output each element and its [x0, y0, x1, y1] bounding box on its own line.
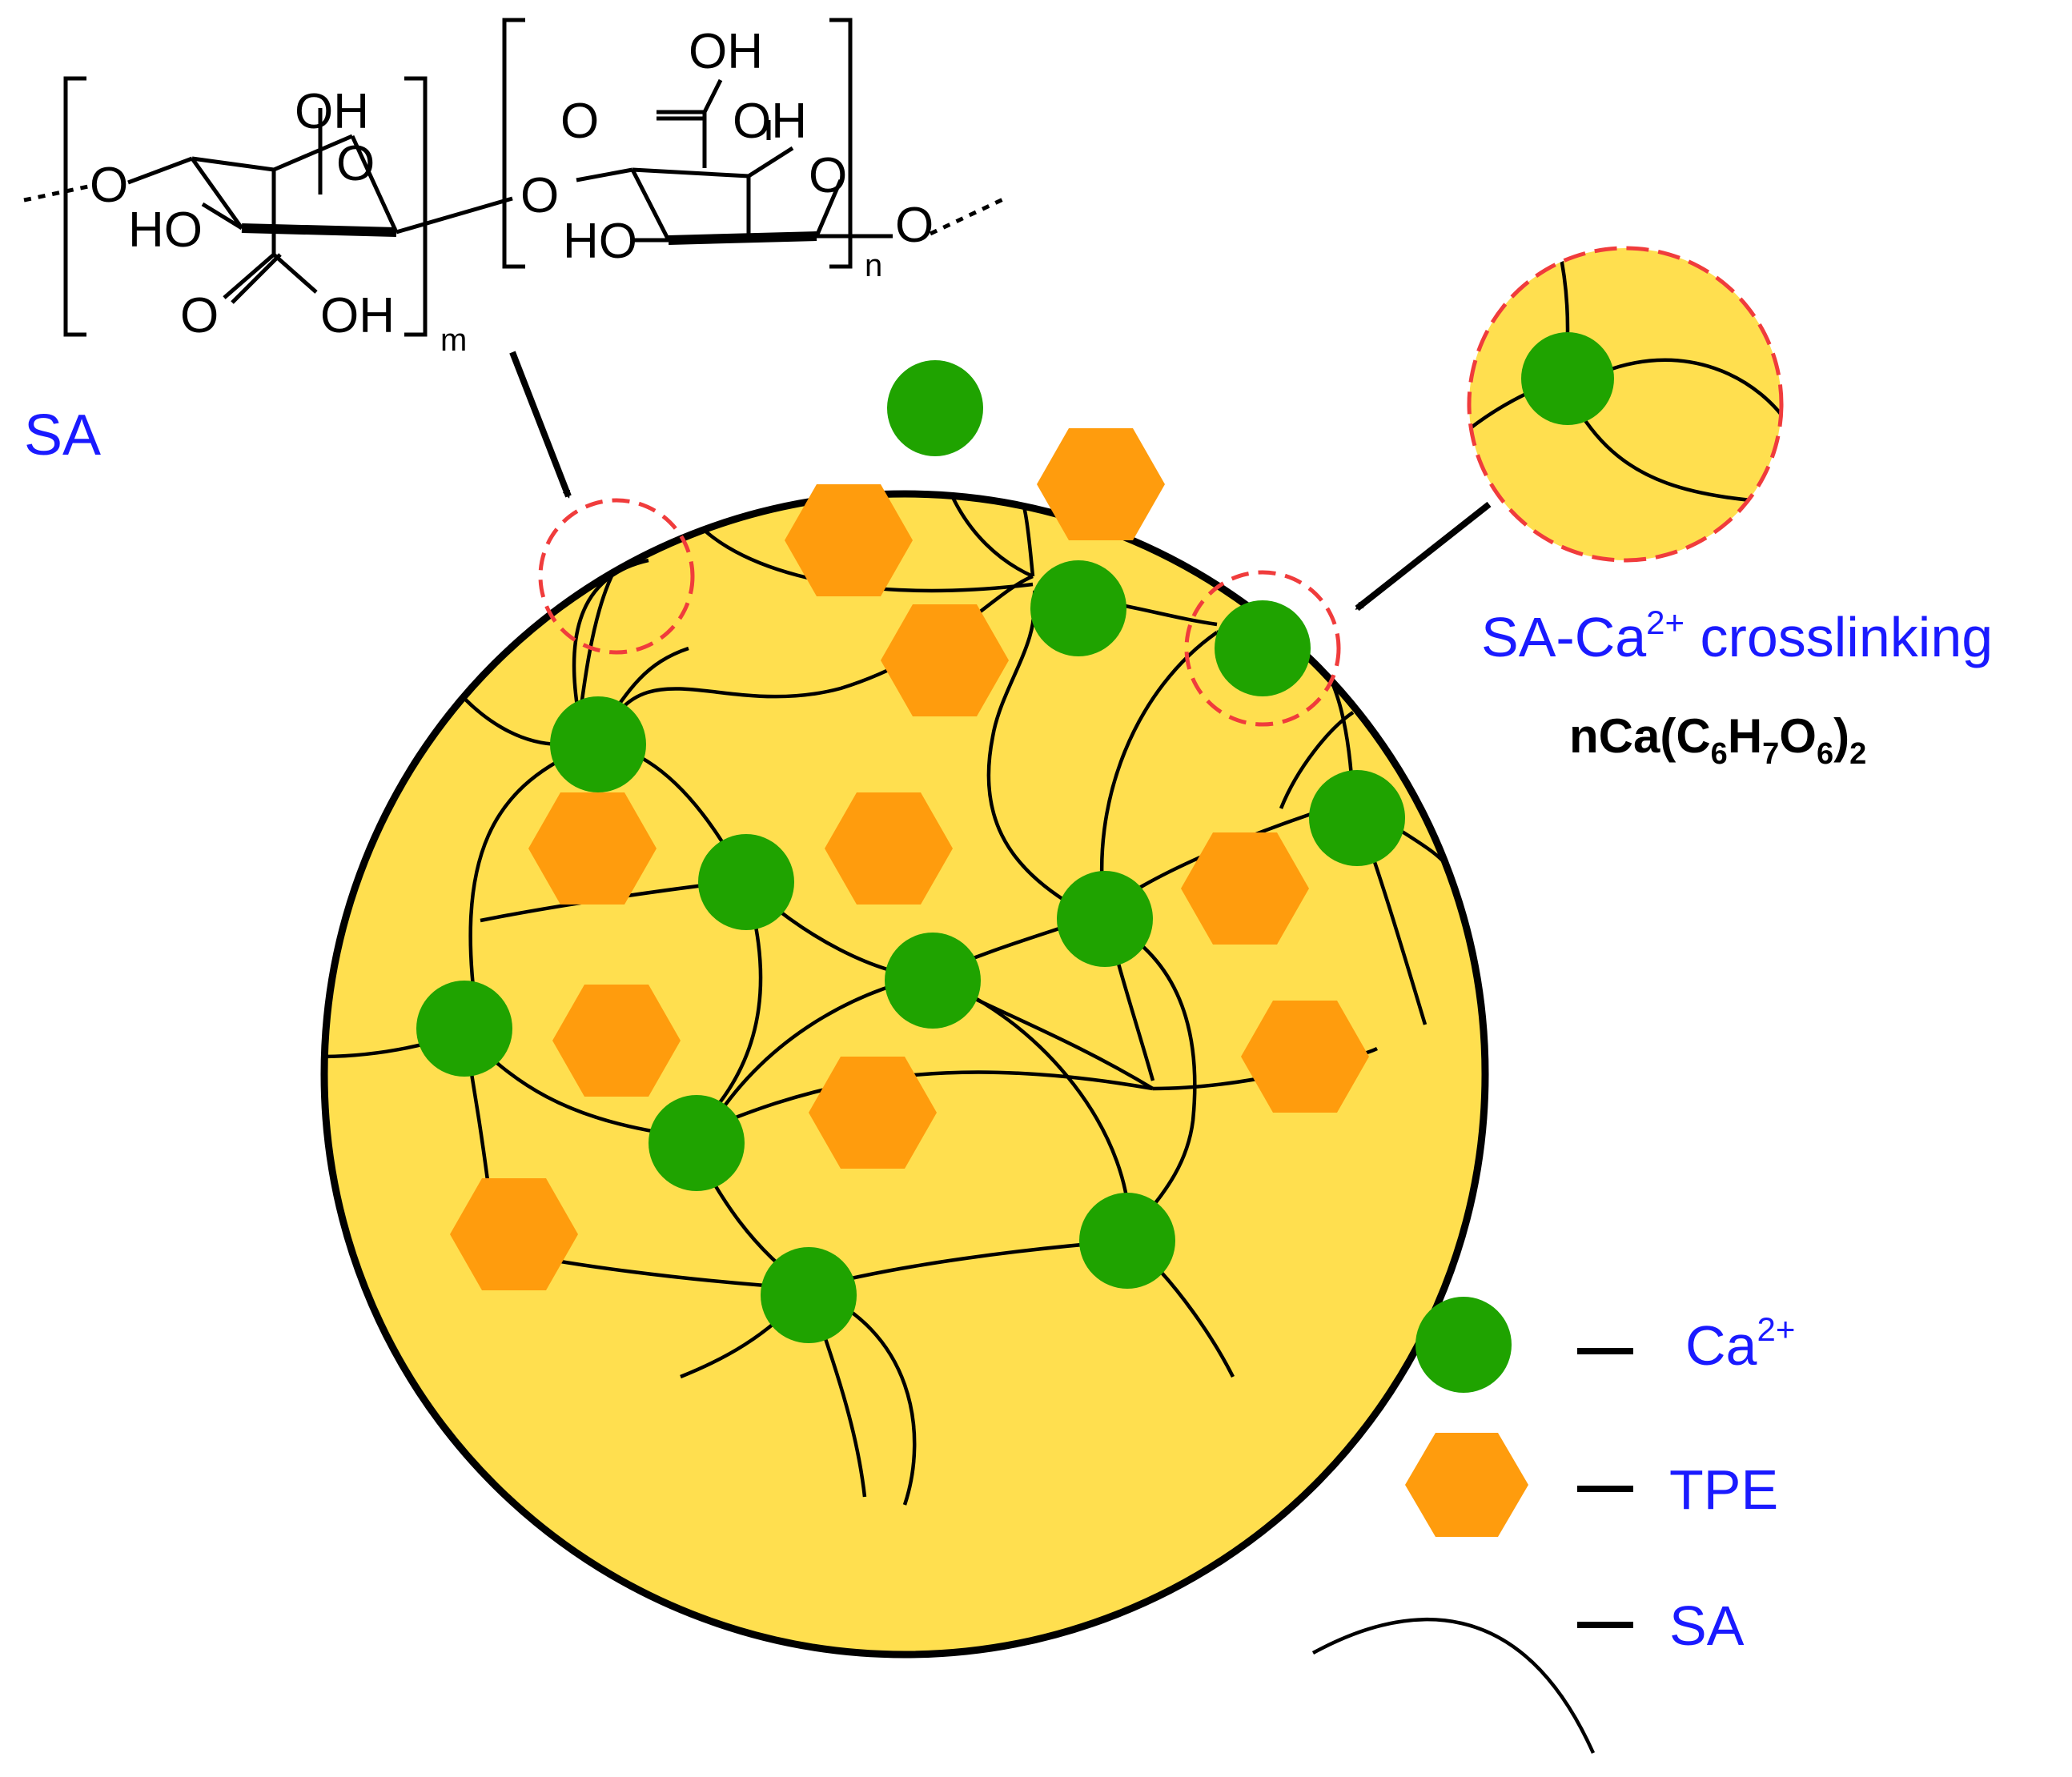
alginate-structure — [23, 18, 1006, 337]
crosslink-label-suffix: crosslinking — [1685, 606, 1993, 668]
calcium-ion — [698, 834, 794, 930]
sa-chain — [598, 574, 1034, 745]
calcium-ion — [1215, 600, 1311, 696]
bracket-left-2 — [502, 18, 525, 269]
formula-o: O — [1779, 709, 1817, 763]
legend-calcium-sup: 2+ — [1757, 1310, 1795, 1348]
calcium-ion — [887, 360, 983, 456]
atom-o-ring-2: O — [809, 148, 847, 203]
atom-o-right: O — [895, 198, 934, 253]
formula-sub-o: 6 — [1817, 737, 1833, 771]
atom-oh-ring-2: OH — [733, 94, 807, 149]
tpe-hexagon — [825, 792, 953, 905]
legend: Ca2+ TPE SA — [1311, 1297, 1795, 1754]
atom-o-carbonyl-1: O — [180, 288, 219, 343]
structure-label-sa: SA — [24, 403, 101, 467]
calcium-ion — [416, 981, 512, 1077]
tpe-hexagon — [552, 985, 681, 1097]
calcium-ions — [416, 360, 1405, 1343]
crosslink-label-sup: 2+ — [1646, 604, 1685, 641]
atom-o-ring-1: O — [336, 136, 375, 191]
sa-chain — [1279, 711, 1355, 809]
bracket-right-1 — [404, 76, 428, 337]
highlight-sa-chain — [538, 498, 695, 655]
atom-o-left: O — [90, 158, 128, 213]
calcium-ion — [1057, 871, 1153, 967]
tpe-hexagon — [1037, 428, 1165, 540]
sa-chain — [934, 494, 1034, 579]
calcium-ion — [761, 1247, 857, 1343]
inset-chain — [1592, 358, 1781, 434]
sa-chain — [986, 600, 1066, 902]
tpe-hexagon — [785, 484, 913, 596]
tpe-hexagon — [1181, 832, 1309, 945]
subscript-m: m — [440, 323, 467, 358]
atom-oh-bottom-1: OH — [320, 288, 395, 343]
crosslink-label-prefix: SA-Ca — [1481, 606, 1646, 668]
atom-ho-2: HO — [563, 214, 637, 269]
legend-tpe-icon — [1405, 1433, 1528, 1537]
calcium-ion — [885, 933, 981, 1029]
highlight-crosslink — [1184, 570, 1341, 727]
calcium-ion — [550, 696, 646, 792]
atom-o-bridge: O — [520, 168, 559, 223]
subscript-n: n — [865, 248, 882, 283]
sa-chain — [551, 494, 849, 498]
legend-calcium-text: Ca — [1685, 1314, 1757, 1377]
formula-prefix: nCa(C — [1569, 709, 1711, 763]
calcium-ion — [1079, 1193, 1175, 1289]
tpe-molecules — [450, 428, 1369, 1290]
arrow-to-crosslink — [1355, 501, 1492, 612]
calcium-ion — [649, 1095, 745, 1191]
crosslink-formula: nCa(C6H7O6)2 — [1569, 709, 1866, 771]
bracket-right-2 — [829, 18, 853, 269]
atom-ho-1: HO — [128, 203, 203, 258]
tpe-hexagon — [528, 792, 657, 905]
arrow-to-sa-chain — [509, 351, 572, 499]
inset-zoom — [1469, 248, 1781, 560]
structure-atoms: OH O O HO O OH O OH O OH O HO O m n — [90, 24, 934, 358]
legend-calcium-label: Ca2+ — [1685, 1310, 1795, 1377]
bracket-left-1 — [63, 76, 86, 337]
inset-calcium-ion — [1521, 332, 1614, 425]
tpe-hexagon — [450, 1178, 578, 1290]
hydrogel-bead-outline — [320, 490, 1489, 1659]
atom-oh-top-1: OH — [295, 84, 369, 139]
legend-sa-icon — [1311, 1617, 1596, 1754]
tpe-hexagon — [809, 1057, 937, 1169]
tpe-hexagon — [1241, 1001, 1369, 1113]
formula-sub-h: 7 — [1762, 737, 1779, 771]
legend-tpe-label: TPE — [1669, 1458, 1778, 1521]
crosslink-label: SA-Ca2+ crosslinking — [1481, 604, 1993, 668]
chain-dotted-left — [23, 183, 93, 203]
tpe-hexagon — [881, 604, 1009, 716]
legend-sa-label: SA — [1669, 1594, 1745, 1657]
inset-zoom-outline — [1467, 246, 1784, 563]
atom-oh-top-2: OH — [689, 24, 763, 79]
formula-sub-c: 6 — [1711, 737, 1728, 771]
formula-h: H — [1728, 709, 1762, 763]
chain-dotted-right — [929, 196, 1006, 236]
formula-close: ) — [1833, 709, 1849, 763]
atom-o-carbonyl-2: O — [560, 94, 599, 149]
calcium-ion — [1309, 770, 1405, 866]
sa-chain — [936, 494, 1035, 577]
legend-calcium-icon — [1415, 1297, 1512, 1393]
formula-sub-2: 2 — [1849, 737, 1866, 771]
calcium-ion — [1030, 560, 1126, 656]
